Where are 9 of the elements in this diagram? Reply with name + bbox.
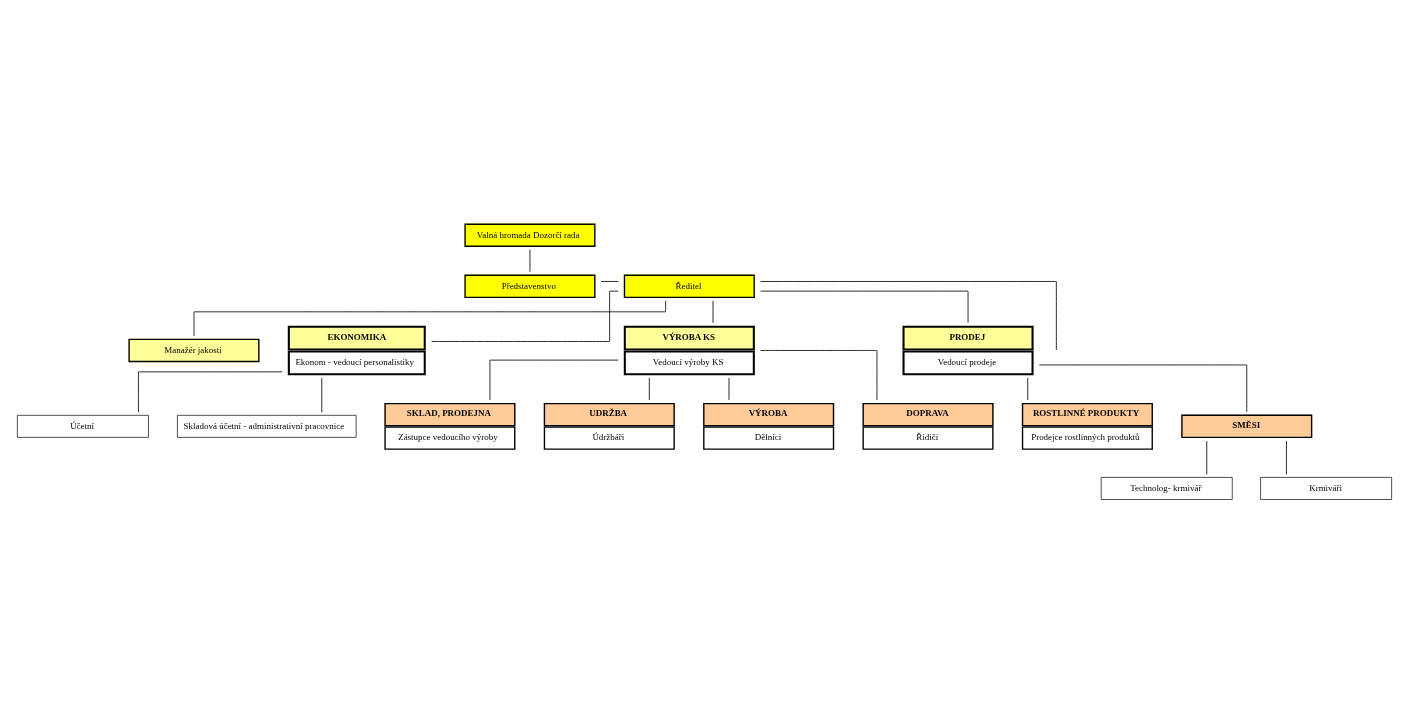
connector (760, 349, 878, 400)
connector (600, 280, 619, 282)
connector (648, 377, 650, 400)
connector (760, 280, 1057, 350)
connector (431, 290, 619, 342)
connector (1286, 440, 1287, 475)
connector (138, 370, 283, 413)
connector (1038, 364, 1248, 412)
connector (193, 299, 667, 336)
